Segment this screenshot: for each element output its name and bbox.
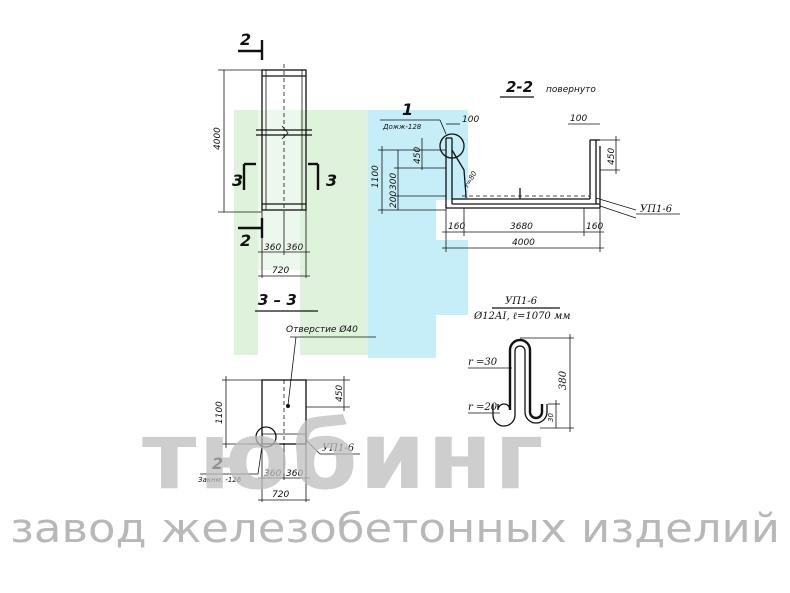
left-upper-dim: 450 [413, 147, 423, 164]
front-height-dim: 4000 [213, 127, 223, 150]
section-2-2: 2-2 повернуто 1 Дожж-128 r=80 100 100 [371, 78, 680, 252]
section-2-2-title: 2-2 [506, 78, 533, 96]
watermark-logo [234, 110, 468, 358]
logo-green-right [300, 110, 368, 355]
loop-radius-bottom: r =20 [468, 402, 498, 413]
section-3-right-dim: 450 [335, 385, 345, 402]
logo-green-left [234, 110, 258, 355]
watermark-subtitle: завод железобетонных изделий [10, 506, 780, 552]
section-3-width-right: 360 [286, 469, 303, 479]
callout-2-label: Закнм. -126 [198, 476, 242, 484]
left-bottom-dim: 200 [389, 191, 399, 208]
section-3-3: 3 – 3 Отверстие Ø40 1100 450 УП1-6 2 Зак… [198, 291, 376, 502]
loop-bottom-height: 30 [547, 413, 555, 422]
section-3-part-label: УП1-6 [322, 443, 355, 454]
length-dim: 4000 [512, 238, 535, 248]
section-2-2-part-label: УП1-6 [640, 204, 673, 215]
front-view: 2 3 3 2 4000 360 360 [213, 30, 337, 278]
section-3-left-label: 3 [232, 171, 243, 190]
right-height-dim: 450 [607, 148, 617, 165]
loop-title: УП1-6 [505, 296, 538, 307]
loop-detail: УП1-6 Ø12АI, ℓ=1070 мм r =30 r =20 380 3… [468, 296, 574, 432]
hole-label: Отверстие Ø40 [286, 324, 358, 335]
section-3-height-dim: 1100 [215, 401, 225, 424]
logo-blue-top [368, 110, 468, 200]
loop-height: 380 [558, 370, 569, 390]
top-left-dim: 100 [462, 115, 479, 125]
callout-2-number: 2 [212, 454, 223, 473]
left-total-dim: 1100 [371, 165, 381, 188]
logo-green-mid [258, 110, 300, 270]
front-width-left: 360 [264, 243, 281, 253]
loop-radius-top: r =30 [468, 357, 498, 368]
end-left-dim: 160 [448, 222, 465, 232]
front-total-width: 720 [272, 266, 289, 276]
callout-1-label: Дожж-128 [382, 123, 422, 131]
section-2-2-note: повернуто [546, 85, 596, 95]
section-2-top-label: 2 [240, 30, 251, 49]
left-mid-dim: 300 [389, 173, 399, 190]
section-3-3-title: 3 – 3 [258, 291, 297, 309]
callout-1-number: 1 [402, 100, 413, 119]
logo-blue-right [410, 240, 468, 315]
section-3-right-label: 3 [326, 171, 337, 190]
section-3-width-left: 360 [264, 469, 281, 479]
section-3-total-width: 720 [272, 490, 289, 500]
middle-dim: 3680 [510, 222, 533, 232]
top-right-dim: 100 [570, 114, 587, 124]
section-2-bottom-label: 2 [240, 231, 251, 250]
loop-spec: Ø12АI, ℓ=1070 мм [473, 311, 571, 322]
end-right-dim: 160 [586, 222, 603, 232]
watermark-brand: тюбинг [142, 402, 545, 511]
front-width-right: 360 [286, 243, 303, 253]
